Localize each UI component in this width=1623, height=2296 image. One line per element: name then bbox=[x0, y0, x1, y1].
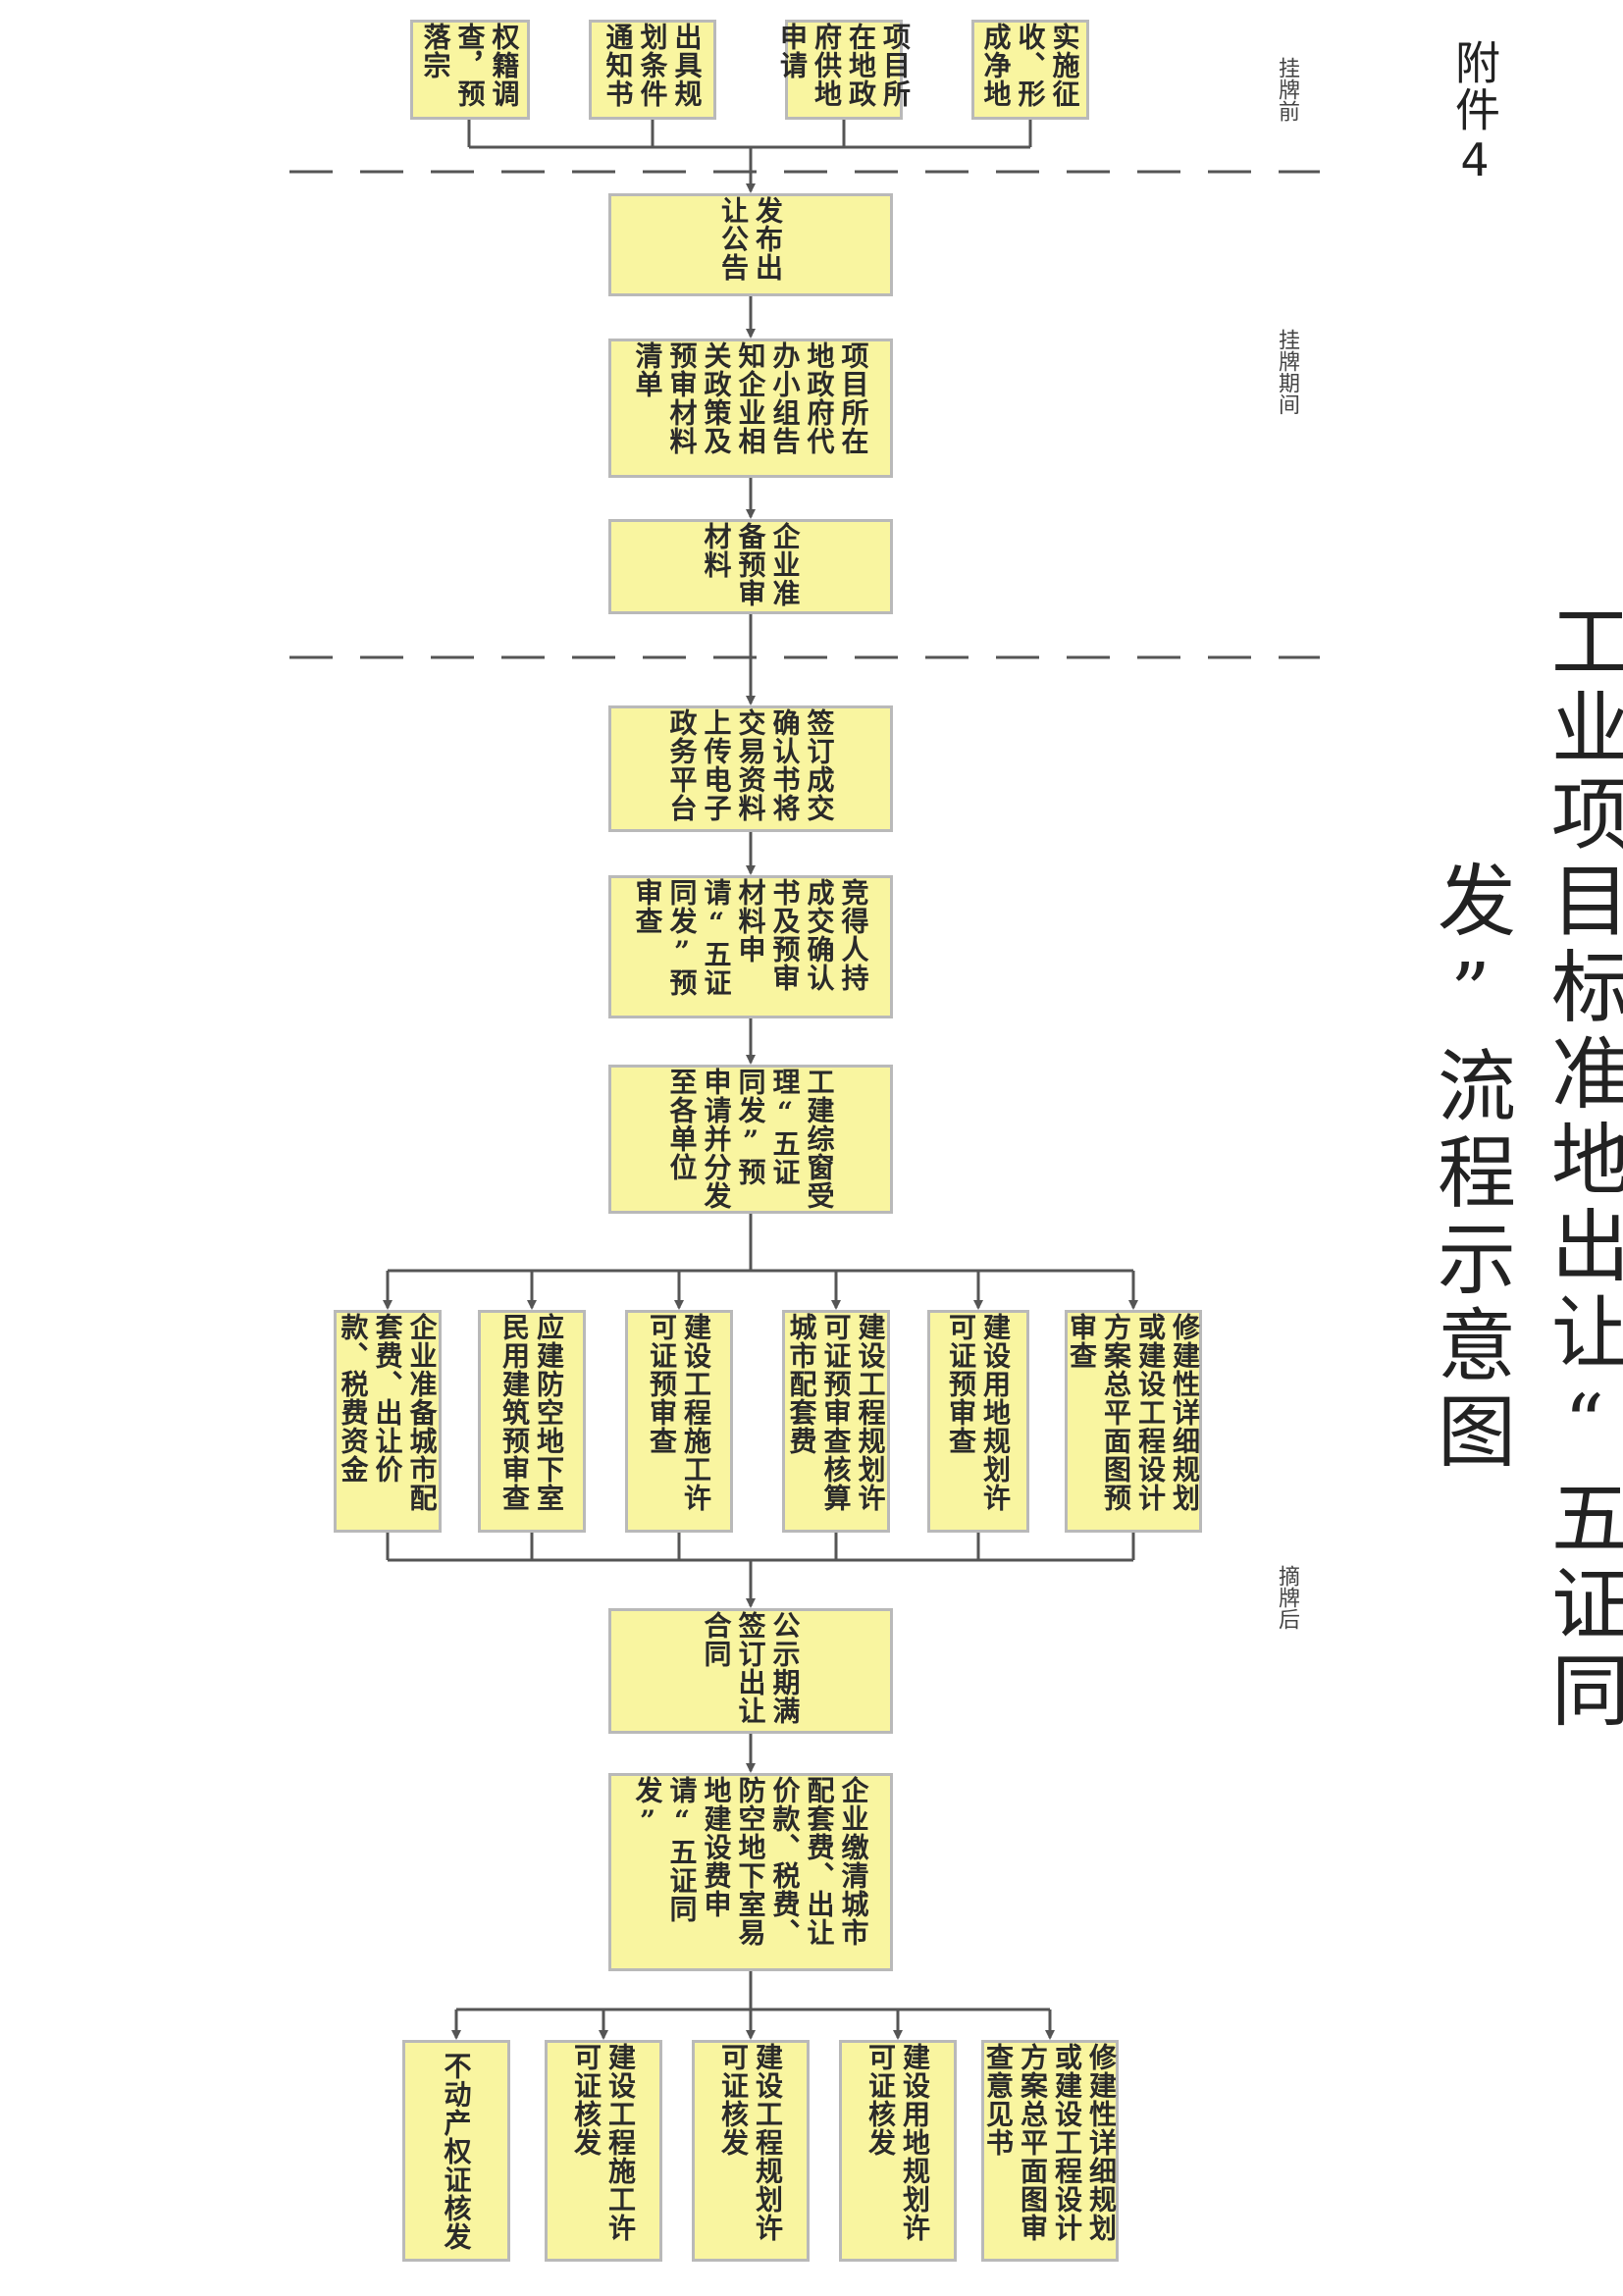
flow-box-post-1: 公示期满签订出让合同 bbox=[608, 1608, 893, 1734]
flow-box-final-1: 修建性详细规划或建设工程设计方案总平面图审查意见书 bbox=[981, 2040, 1119, 2262]
flow-box-review-2: 建设用地规划许可证预审查 bbox=[927, 1310, 1029, 1533]
flow-box-review-1: 修建性详细规划或建设工程设计方案总平面图预审查 bbox=[1065, 1310, 1202, 1533]
stage-label-before: 挂牌前 bbox=[1275, 57, 1299, 122]
flow-box-final-3: 建设工程规划许可证核发 bbox=[692, 2040, 810, 2262]
flow-box-main-5: 竞得人持成交确认书及预审材料申请“五证同发”预审查 bbox=[608, 875, 893, 1018]
flow-box-final-5: 不动产权证核发 bbox=[402, 2040, 510, 2262]
page-title: 工业项目标准地出让“五证同发”流程示意图 bbox=[1425, 600, 1623, 1736]
flow-box-review-5: 应建防空地下室民用建筑预审查 bbox=[478, 1310, 586, 1533]
flow-box-pre-1: 实施征收、形成净地 bbox=[971, 20, 1089, 120]
flow-box-review-6: 企业准备城市配套费、出让价款、税费资金 bbox=[334, 1310, 442, 1533]
flow-box-main-2: 项目所在地政府代办小组告知企业相关政策及预审材料清单 bbox=[608, 339, 893, 478]
flow-box-post-2: 企业缴清城市配套费、出让价款、税费、防空地下室易地建设费申请“五证同发” bbox=[608, 1773, 893, 1971]
flow-box-review-4: 建设工程施工许可证预审查 bbox=[625, 1310, 733, 1533]
flow-box-pre-3: 出具规划条件通知书 bbox=[589, 20, 716, 120]
flow-box-review-3: 建设工程规划许可证预审查核算城市配套费 bbox=[782, 1310, 890, 1533]
attachment-label: 附件4 bbox=[1448, 39, 1501, 188]
flow-box-final-2: 建设用地规划许可证核发 bbox=[839, 2040, 957, 2262]
flow-box-pre-4: 权籍调查，预落宗 bbox=[410, 20, 530, 120]
stage-label-during: 挂牌期间 bbox=[1275, 329, 1299, 415]
flow-box-main-6: 工建综窗受理“五证同发”预申请并分发至各单位 bbox=[608, 1065, 893, 1214]
flow-box-main-3: 企业准备预审材料 bbox=[608, 519, 893, 614]
flow-box-main-1: 发布出让公告 bbox=[608, 193, 893, 296]
stage-label-after: 摘牌后 bbox=[1275, 1565, 1299, 1630]
flow-box-pre-2: 项目所在地政府供地申请 bbox=[776, 20, 912, 120]
flow-box-main-4: 签订成交确认书将交易资料上传电子政务平台 bbox=[608, 705, 893, 832]
flow-box-final-4: 建设工程施工许可证核发 bbox=[545, 2040, 662, 2262]
